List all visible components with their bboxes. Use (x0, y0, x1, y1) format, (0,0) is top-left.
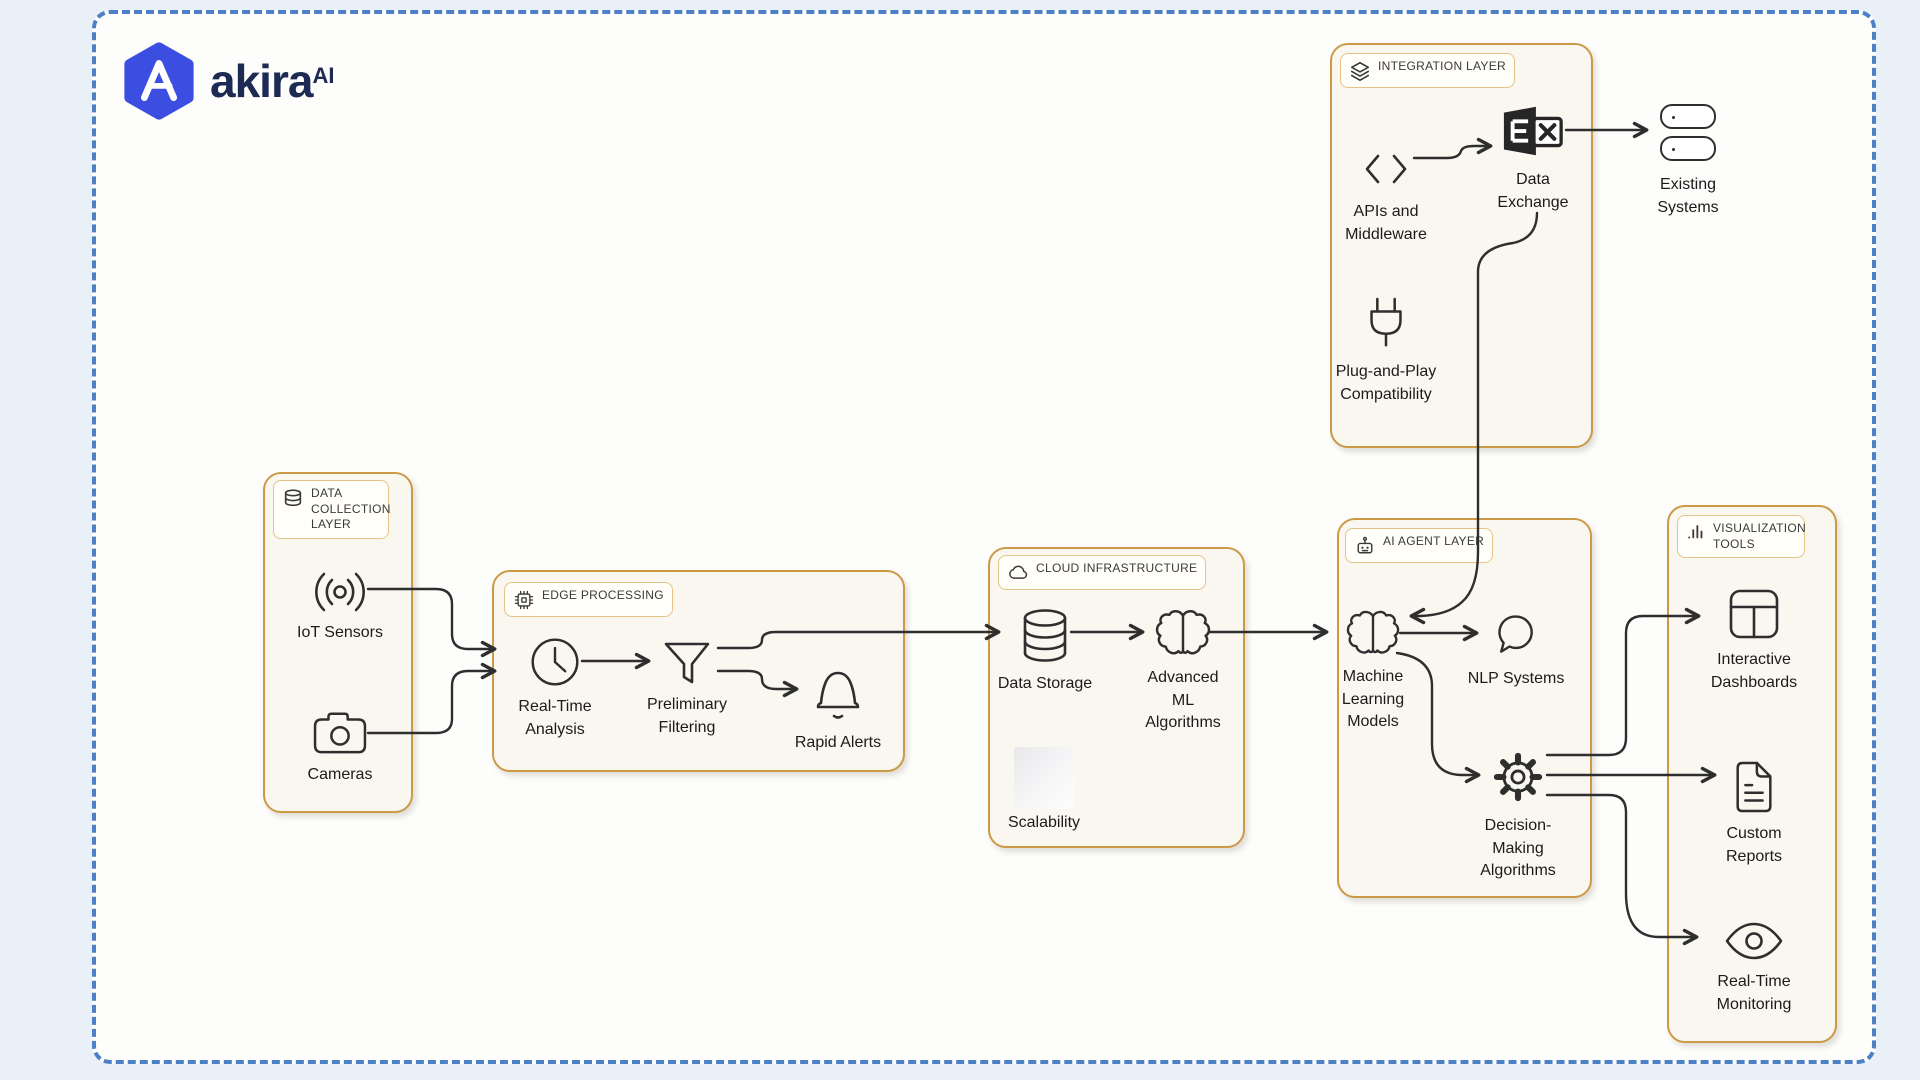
system-pill (1660, 136, 1716, 161)
node-label: Rapid Alerts (794, 734, 882, 751)
scalability-image (1014, 747, 1074, 809)
layer-cloud-infrastructure: CLOUD INFRASTRUCTURE Data Storage Advanc… (988, 547, 1245, 848)
layer-title: CLOUD INFRASTRUCTURE (1036, 561, 1198, 575)
node-label: Existing Systems (1657, 176, 1719, 216)
node-label: Cameras (307, 766, 373, 783)
bar-chart-icon (1688, 525, 1703, 539)
node-scalability: Scalability (994, 812, 1094, 835)
layer-edge-processing: EDGE PROCESSING Real-Time Analysis Preli… (492, 570, 905, 772)
node-label: Scalability (1007, 814, 1081, 831)
node-decision-making: Decision-Making Algorithms (1468, 747, 1568, 883)
cpu-icon (514, 590, 534, 610)
node-label: Advanced ML Algorithms (1145, 669, 1221, 732)
brand-name: akiraAI (210, 55, 335, 107)
edge-processing-header: EDGE PROCESSING (504, 582, 673, 617)
chat-bubble-icon (1498, 615, 1533, 653)
layers-icon (1350, 61, 1370, 81)
node-label: Plug-and-Play Compatibility (1335, 363, 1437, 403)
akira-hexagon-icon (124, 42, 194, 120)
brain-icon (1155, 610, 1211, 655)
layer-title: INTEGRATION LAYER (1378, 59, 1507, 73)
node-iot-sensors: IoT Sensors (280, 570, 400, 645)
integration-header: INTEGRATION LAYER (1340, 53, 1516, 88)
system-pill (1660, 104, 1716, 129)
funnel-icon (664, 642, 710, 684)
node-cameras: Cameras (280, 708, 400, 787)
plug-icon (1370, 297, 1402, 347)
node-custom-reports: Custom Reports (1712, 759, 1796, 868)
node-label: Data Storage (997, 675, 1093, 692)
database-icon (284, 489, 302, 507)
visualization-header: VISUALIZATION TOOLS (1677, 515, 1807, 559)
node-label: Real-Time Analysis (518, 698, 592, 738)
node-label: Preliminary Filtering (646, 696, 727, 736)
brain-icon (1346, 610, 1400, 654)
layer-title: AI AGENT LAYER (1383, 534, 1485, 548)
brand-logo: akiraAI (120, 42, 334, 120)
node-label: APIs and Middleware (1345, 203, 1427, 243)
ai-agent-header: AI AGENT LAYER (1345, 528, 1494, 563)
node-label: Machine Learning Models (1341, 668, 1405, 731)
camera-icon (313, 712, 367, 754)
iot-sensor-icon (315, 572, 365, 612)
robot-icon (1357, 536, 1373, 554)
clock-icon (531, 638, 579, 686)
eye-icon (1725, 922, 1783, 960)
document-icon (1736, 761, 1772, 813)
pill-dot-icon (1672, 148, 1675, 151)
bell-icon (816, 671, 860, 719)
node-realtime-monitoring: Real-Time Monitoring (1704, 919, 1804, 1016)
node-advanced-ml: Advanced ML Algorithms (1135, 607, 1231, 735)
node-label: Custom Reports (1725, 825, 1783, 865)
exchange-logo-icon (1503, 106, 1563, 156)
node-data-storage: Data Storage (990, 607, 1100, 696)
node-label: NLP Systems (1467, 670, 1565, 687)
node-preliminary-filtering: Preliminary Filtering (627, 638, 747, 739)
node-nlp-systems: NLP Systems (1461, 610, 1571, 691)
pill-dot-icon (1672, 116, 1675, 119)
code-brackets-icon (1365, 154, 1407, 184)
node-label: Decision-Making Algorithms (1480, 817, 1556, 880)
layer-integration: INTEGRATION LAYER APIs and Middleware Da… (1330, 43, 1593, 448)
node-label: IoT Sensors (297, 624, 383, 641)
data-collection-header: DATA COLLECTION LAYER (273, 480, 391, 539)
layer-title: DATA COLLECTION LAYER (311, 486, 391, 532)
cloud-infrastructure-header: CLOUD INFRASTRUCTURE (998, 555, 1207, 590)
node-plug-and-play: Plug-and-Play Compatibility (1332, 295, 1440, 406)
node-existing-systems: Existing Systems (1648, 104, 1728, 219)
layer-data-collection: DATA COLLECTION LAYER IoT Sensors Camera… (263, 472, 413, 813)
node-rapid-alerts: Rapid Alerts (780, 666, 896, 755)
layer-ai-agent: AI AGENT LAYER Machine Learning Models N… (1337, 518, 1592, 898)
node-label: Real-Time Monitoring (1716, 973, 1792, 1013)
node-label: Data Exchange (1497, 171, 1569, 211)
layer-visualization: VISUALIZATION TOOLS Interactive Dashboar… (1667, 505, 1837, 1043)
node-interactive-dashboards: Interactive Dashboards (1699, 587, 1809, 694)
node-data-exchange: Data Exchange (1485, 103, 1581, 214)
layer-title: EDGE PROCESSING (542, 588, 664, 602)
node-label: Interactive Dashboards (1710, 651, 1798, 691)
node-apis-middleware: APIs and Middleware (1334, 151, 1438, 246)
node-realtime-analysis: Real-Time Analysis (500, 636, 610, 741)
database-cylinder-icon (1023, 609, 1067, 662)
cloud-icon (1009, 565, 1028, 579)
layer-title: VISUALIZATION TOOLS (1713, 521, 1807, 551)
brand-suffix: AI (312, 63, 335, 88)
gear-icon (1493, 752, 1543, 802)
dashboard-icon (1729, 589, 1779, 639)
node-ml-models: Machine Learning Models (1331, 608, 1415, 734)
